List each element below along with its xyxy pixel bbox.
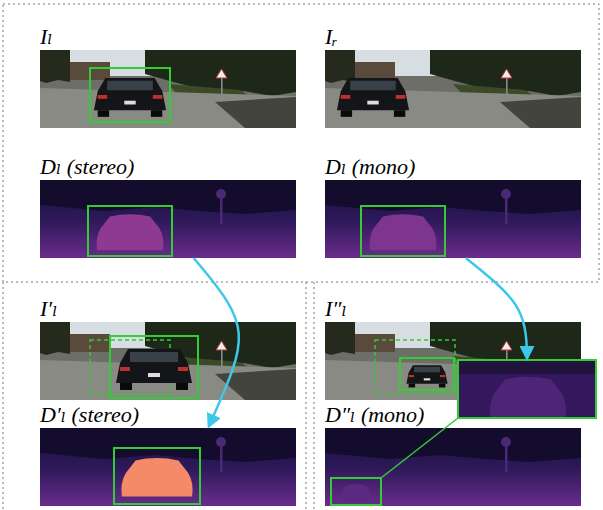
panel-label: D′ₗ (stereo)	[40, 403, 139, 427]
image-panel: D″ₗ (mono)	[325, 428, 581, 506]
image-panel: Dₗ (mono)	[325, 180, 581, 258]
panel-label: I′ₗ	[40, 297, 57, 321]
layout-dividers	[3, 4, 599, 510]
image-panel: D′ₗ (stereo)	[40, 428, 296, 506]
image-panel: I′ₗ	[40, 322, 296, 400]
image-panel: Dₗ (stereo)	[40, 180, 296, 258]
panel-label: D″ₗ (mono)	[325, 403, 424, 427]
flow-arrow	[194, 258, 239, 426]
panel-label: Iᵣ	[325, 25, 338, 49]
panel-label: Iₗ	[40, 25, 53, 49]
image-panel: I″ₗ	[325, 322, 581, 400]
zoom-inset	[458, 360, 596, 418]
image-panel: Iᵣ	[325, 50, 581, 128]
flow-arrow	[466, 258, 527, 358]
panel-label: Dₗ (mono)	[325, 155, 415, 179]
panel-label: I″ₗ	[325, 297, 347, 321]
panel-label: Dₗ (stereo)	[40, 155, 134, 179]
image-panel: Iₗ	[40, 50, 296, 128]
